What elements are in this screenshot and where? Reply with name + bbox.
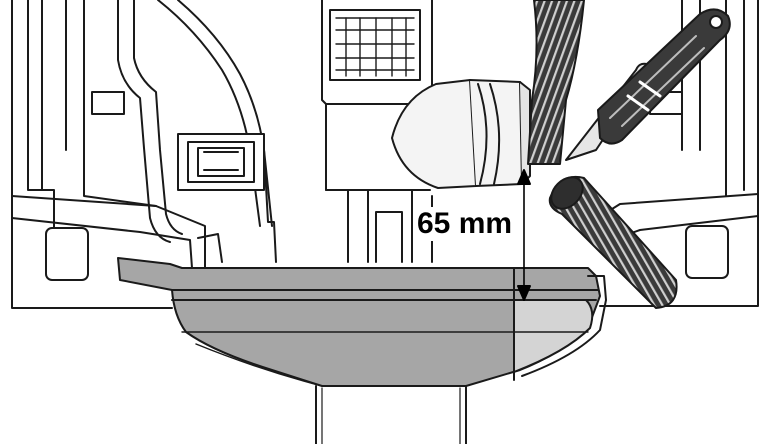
utility-knife-icon (565, 8, 731, 161)
dimension-label: 65 mm (414, 207, 516, 241)
cut-hose-segment (548, 176, 678, 309)
hose-adapter (391, 79, 531, 189)
drain-tray (117, 257, 607, 444)
appliance-frame (11, 0, 759, 309)
pump-body (321, 0, 541, 263)
bracket (177, 133, 265, 191)
corrugated-hose (527, 0, 585, 165)
dimension-arrow (517, 169, 531, 301)
